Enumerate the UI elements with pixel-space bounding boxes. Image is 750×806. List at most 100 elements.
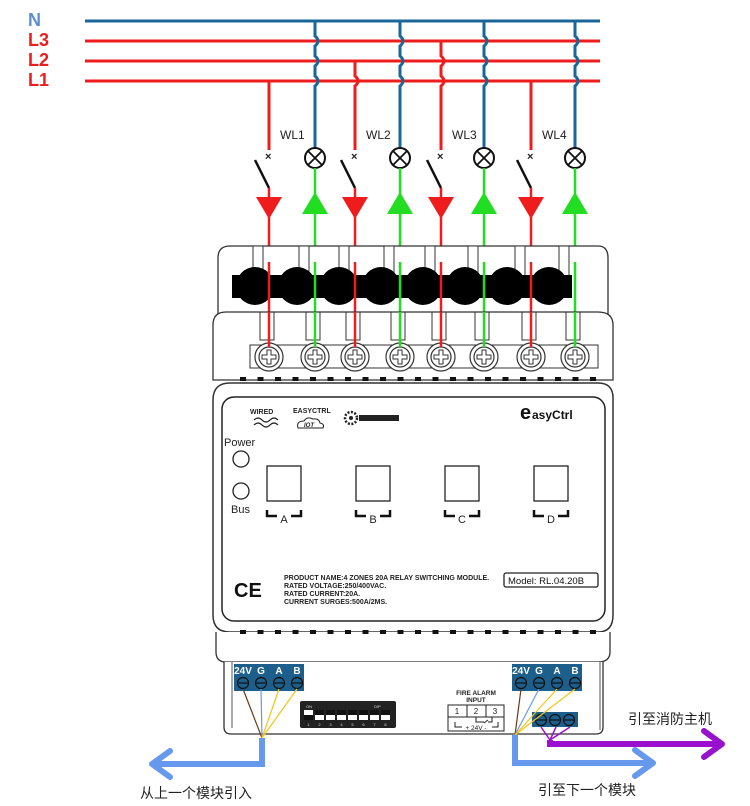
bus-indicator-label: Bus [231, 504, 250, 516]
fire-alarm-supply: + 24V - [465, 725, 486, 732]
vent-tick [485, 377, 491, 381]
dip-toggle[interactable] [381, 715, 390, 720]
terminal-screw[interactable] [560, 342, 590, 372]
terminal-label-24v: 24V [512, 666, 530, 677]
vent-tick [520, 377, 526, 381]
logo-iot-text: IOT [304, 423, 315, 429]
dip-position-label: 7 [373, 722, 376, 727]
load-label: WL2 [366, 128, 391, 142]
dip-switch-3[interactable]: 3 [326, 710, 335, 727]
dip-position-label: 1 [307, 722, 310, 727]
fire-host-terminal[interactable] [532, 712, 578, 727]
terminal-label-b: B [293, 666, 300, 677]
dip-toggle[interactable] [337, 715, 346, 720]
dip-position-label: 4 [340, 722, 343, 727]
vent-tick [572, 377, 579, 381]
vent-tick [502, 377, 509, 381]
left-bus-wires [242, 688, 298, 739]
dip-switch-4[interactable]: 4 [337, 710, 346, 727]
terminal-blob-strip [232, 262, 577, 350]
top-ridges [252, 245, 570, 277]
vent-tick [310, 377, 316, 381]
dip-switch-7[interactable]: 7 [370, 710, 379, 727]
screw-slot [345, 311, 361, 341]
arrow-right-icon [701, 728, 725, 760]
phillips-cross-icon [347, 349, 363, 365]
model-badge [503, 572, 599, 588]
vent-tick [555, 377, 561, 381]
vent-tick [275, 377, 281, 381]
terminal-screw[interactable] [426, 342, 456, 372]
channel-button-a[interactable]: A [265, 465, 303, 526]
dip-switch-8[interactable]: 8 [381, 710, 390, 727]
spec-product-name: PRODUCT NAME:4 ZONES 20A RELAY SWITCHING… [284, 575, 489, 582]
screw-slot [474, 311, 490, 341]
relay-module: WIRED EASYCTRL IOT e asyCtrl Power Bus A… [212, 245, 614, 735]
blob-bar [232, 275, 572, 298]
vent-tick [432, 377, 439, 381]
channel-button-face[interactable] [266, 465, 302, 502]
arrow-right-icon [632, 747, 656, 779]
channel-3-wiring [439, 21, 489, 150]
arrow-up-icon [387, 192, 413, 214]
screw-slots [259, 311, 581, 341]
dip-position-label: 3 [329, 722, 332, 727]
bus-label-l3: L3 [28, 30, 49, 50]
dip-switch-5[interactable]: 5 [348, 710, 357, 727]
dip-toggle[interactable] [326, 715, 335, 720]
terminal-screw[interactable] [300, 342, 330, 372]
dip-switch-6[interactable]: 6 [359, 710, 368, 727]
dip-switch-1[interactable]: 1 [304, 710, 313, 727]
vent-tick [240, 377, 246, 381]
arrow-up-icon [471, 192, 497, 214]
channel-button-face[interactable] [533, 465, 569, 502]
wired-wave-icon [253, 417, 279, 428]
dip-switch-2[interactable]: 2 [315, 710, 324, 727]
channel-button-face[interactable] [444, 465, 480, 502]
terminal-screws [254, 312, 590, 372]
terminal-screw[interactable] [340, 342, 370, 372]
vent-tick [432, 630, 439, 634]
vent-tick [590, 377, 596, 381]
ce-mark: CE [234, 580, 262, 602]
terminal-screw[interactable] [385, 342, 415, 372]
breaker-mark-icon: × [265, 151, 271, 163]
vent-tick [450, 630, 456, 634]
dip-toggle[interactable] [348, 715, 357, 720]
fire-alarm-input: FIRE ALARM INPUT 1 2 3 + 24V - [447, 690, 505, 732]
vent-tick [362, 630, 369, 634]
terminal-screw[interactable] [516, 342, 546, 372]
terminal-cap [236, 267, 274, 305]
terminal-label-a: A [553, 666, 560, 677]
dip-position-label: 6 [362, 722, 365, 727]
channel-2-wiring [353, 21, 405, 150]
power-led [232, 450, 250, 468]
dip-toggle[interactable] [304, 710, 313, 715]
channel-button-face[interactable] [355, 465, 391, 502]
right-bus-wires [514, 688, 576, 736]
bracket-icon [265, 510, 303, 518]
channel-button-c[interactable]: C [443, 465, 481, 526]
vent-tick [257, 630, 264, 634]
dip-toggle[interactable] [370, 715, 379, 720]
dip-toggle[interactable] [359, 715, 368, 720]
dip-position-label: 2 [318, 722, 321, 727]
lamp-cross [392, 150, 408, 166]
load-label: WL4 [542, 128, 567, 142]
channel-label: C [458, 514, 466, 526]
channel-button-b[interactable]: B [354, 465, 392, 526]
terminal-screw[interactable] [469, 342, 499, 372]
lamp-cross [476, 150, 492, 166]
dip-toggle[interactable] [315, 715, 324, 720]
arrow-to-fire-host [540, 726, 725, 760]
vent-tick [257, 377, 264, 381]
channel-button-d[interactable]: D [532, 465, 570, 526]
terminal-screw[interactable] [254, 342, 284, 372]
switch-blade-icon [339, 159, 357, 189]
power-bus: N L3 L2 L1 [28, 10, 600, 90]
dip-label: DIP [374, 704, 381, 709]
